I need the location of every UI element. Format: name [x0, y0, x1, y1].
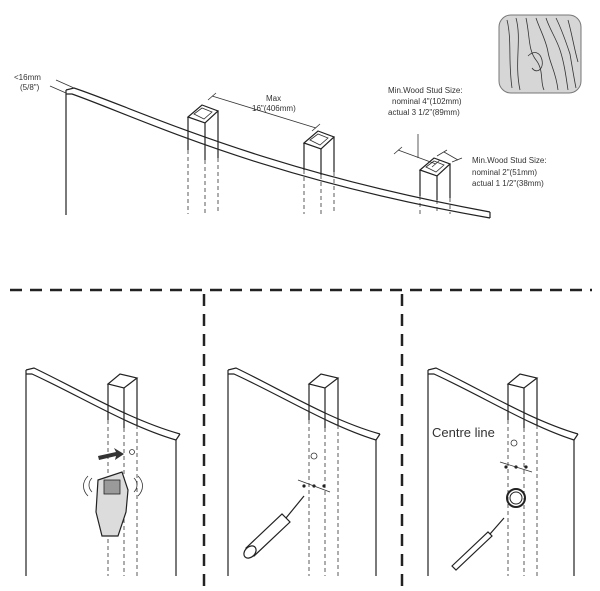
thickness-dimension: <16mm (5/8") [14, 73, 75, 94]
centre-line-label: Centre line [432, 425, 495, 440]
width-label-title: Min.Wood Stud Size: [472, 156, 547, 165]
drill-icon [243, 495, 305, 559]
spacing-dimension: Max 16"(406mm) [207, 92, 321, 132]
spacing-label-value: 16"(406mm) [252, 104, 296, 113]
stud-width-dimension: Min.Wood Stud Size: nominal 2"(51mm) act… [436, 149, 547, 188]
stud-depth-dimension: Min.Wood Stud Size: nominal 4"(102mm) ac… [388, 86, 463, 168]
stud-finder-device [83, 471, 143, 537]
stud-3 [418, 157, 452, 214]
stud-1 [186, 104, 220, 214]
width-label-nominal: nominal 2"(51mm) [472, 168, 537, 177]
spacing-label-max: Max [266, 94, 281, 103]
wood-grain-swatch [498, 14, 582, 94]
stud-2 [302, 130, 336, 214]
thickness-label-mm: <16mm [14, 73, 41, 82]
pencil-icon [451, 517, 505, 571]
step-2-panel [227, 367, 381, 576]
centre-line-marks [499, 439, 533, 508]
stud-step-3 [506, 373, 539, 576]
arrow-icon [98, 448, 135, 460]
step-3-panel: Centre line [427, 367, 579, 576]
panel-dividers [10, 288, 592, 586]
thickness-label-in: (5/8") [20, 83, 40, 92]
depth-label-actual: actual 3 1/2"(89mm) [388, 108, 460, 117]
wall-panel [65, 87, 491, 219]
depth-label-title: Min.Wood Stud Size: [388, 86, 463, 95]
depth-label-nominal: nominal 4"(102mm) [392, 97, 462, 106]
pilot-hole-marks [297, 452, 331, 493]
width-label-actual: actual 1 1/2"(38mm) [472, 179, 544, 188]
stud-step-2 [307, 373, 340, 576]
step-1-panel [25, 367, 181, 576]
